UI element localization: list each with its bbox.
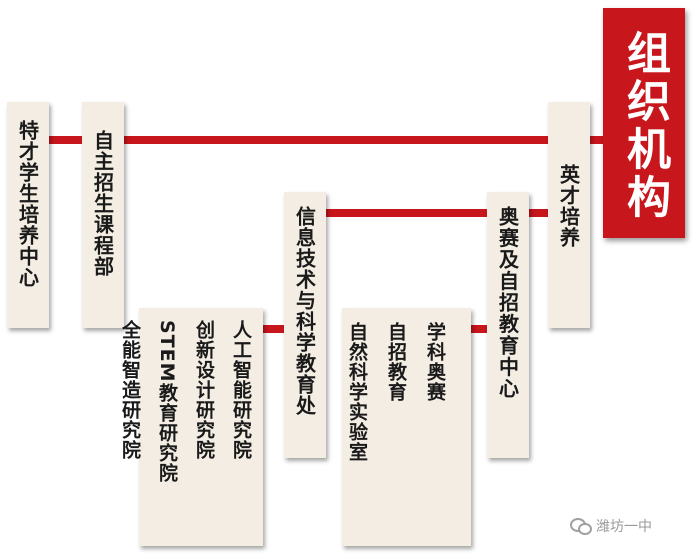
labs-list: 学科奥赛 自招教育 自然科学实验室: [344, 322, 449, 462]
box-zizhu-label: 自主招生课程部: [90, 130, 115, 277]
secondary-connector-line: [305, 209, 565, 217]
box-aosai: 奥赛及自招教育中心: [487, 192, 529, 458]
box-xinxi: 信息技术与科学教育处: [284, 192, 326, 458]
box-tecai-label: 特才学生培养中心: [15, 120, 40, 288]
list-item: 自然科学实验室: [346, 322, 368, 462]
institutes-connector-line: [262, 325, 292, 333]
list-item: 自招教育: [385, 322, 407, 402]
watermark-text: 潍坊一中: [596, 519, 652, 535]
watermark: 潍坊一中: [570, 516, 652, 536]
wechat-icon: [570, 518, 592, 535]
box-tecai: 特才学生培养中心: [7, 102, 49, 328]
box-yingcai-label: 英才培养: [556, 164, 581, 248]
institutes-list: 人工智能研究院 创新设计研究院 STEM教育研究院 全能智造研究院: [117, 320, 255, 483]
list-item: STEM教育研究院: [156, 320, 178, 483]
box-institutes: 人工智能研究院 创新设计研究院 STEM教育研究院 全能智造研究院: [119, 308, 263, 546]
list-item: 全能智造研究院: [119, 320, 141, 460]
list-item: 人工智能研究院: [230, 320, 252, 460]
box-zizhu: 自主招生课程部: [82, 102, 124, 328]
box-yingcai: 英才培养: [548, 102, 590, 328]
list-item: 创新设计研究院: [193, 320, 215, 460]
main-connector-line: [40, 136, 610, 144]
list-item: 学科奥赛: [424, 322, 446, 402]
box-aosai-label: 奥赛及自招教育中心: [495, 206, 520, 400]
page-title: 组织机构: [619, 30, 670, 222]
box-labs: 学科奥赛 自招教育 自然科学实验室: [342, 308, 471, 546]
labs-connector-line: [470, 325, 492, 333]
title-banner: 组织机构: [603, 8, 685, 238]
box-xinxi-label: 信息技术与科学教育处: [292, 206, 317, 416]
